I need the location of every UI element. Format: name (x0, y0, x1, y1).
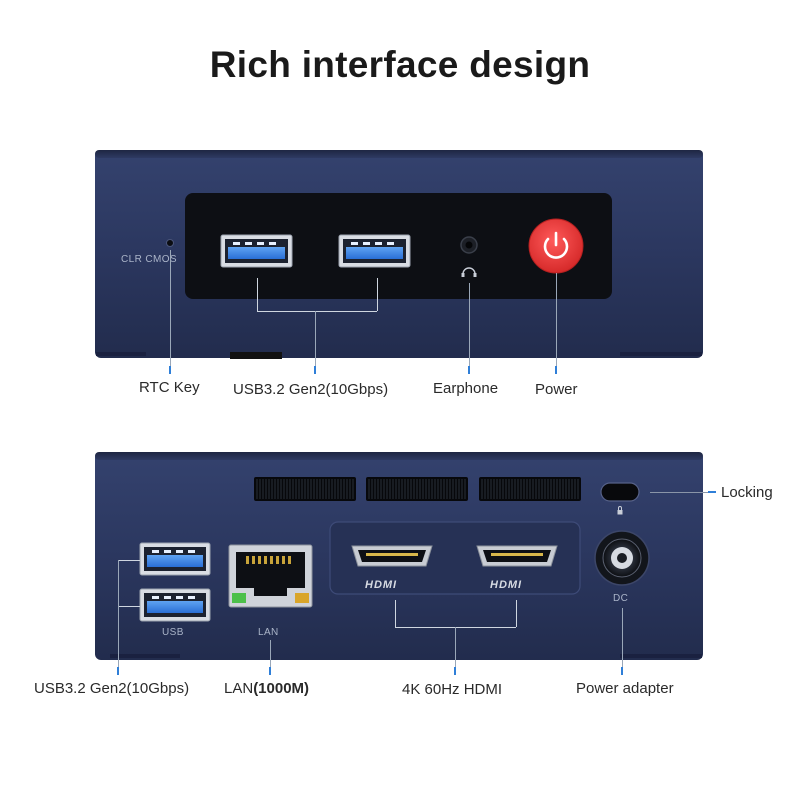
front-usb-port-1 (220, 234, 293, 268)
hdmi-logo-2: HDMI (490, 579, 522, 591)
headphone-icon (461, 267, 477, 277)
front-usb-label: USB3.2 Gen2(10Gbps) (233, 381, 389, 398)
rtc-leader (170, 250, 171, 372)
rear-usb-text: USB (162, 627, 184, 638)
front-usb-port-2 (338, 234, 411, 268)
lan-label: LAN(1000M) (224, 680, 309, 697)
svg-text:HDMI: HDMI (365, 579, 397, 591)
lan-label-speed: (1000M) (253, 680, 310, 697)
hdmi-port-1 (351, 545, 433, 567)
lock-slot (600, 482, 640, 502)
hdmi-port-2 (476, 545, 558, 567)
front-usb-leader (315, 311, 316, 372)
rtc-tick (169, 366, 171, 374)
lan-label-prefix: LAN (224, 680, 254, 697)
rear-usb-port-2 (139, 588, 211, 622)
hdmi-logo-1: HDMI (365, 579, 397, 591)
rear-usb-label: USB3.2 Gen2(10Gbps) (34, 680, 190, 697)
dc-text: DC (613, 593, 629, 604)
power-icon (543, 231, 569, 259)
page-title: Rich interface design (209, 44, 591, 85)
hdmi-label: 4K 60Hz HDMI (402, 681, 503, 698)
locking-leader (650, 492, 708, 493)
clr-cmos-text: CLR CMOS (121, 254, 177, 265)
earphone-jack (460, 236, 478, 254)
lan-port (228, 544, 313, 608)
lan-leader (270, 640, 271, 672)
power-label: Power (535, 381, 578, 398)
power-adapter-label: Power adapter (576, 680, 674, 697)
earphone-label: Earphone (433, 380, 499, 397)
hdmi-leader (455, 627, 456, 672)
rtc-key-label: RTC Key (139, 379, 200, 396)
rear-usb-port-1 (139, 542, 211, 576)
dc-jack (594, 530, 650, 586)
svg-text:HDMI: HDMI (490, 579, 522, 591)
clr-cmos-hole (166, 239, 174, 247)
rear-usb-leader (118, 560, 119, 672)
power-leader (556, 273, 557, 372)
earphone-leader (469, 283, 470, 372)
locking-label: Locking (721, 484, 773, 501)
dc-leader (622, 608, 623, 672)
power-button (528, 218, 584, 274)
hdmi-panel (329, 521, 581, 595)
lan-text: LAN (258, 627, 279, 638)
lock-icon (617, 506, 623, 515)
